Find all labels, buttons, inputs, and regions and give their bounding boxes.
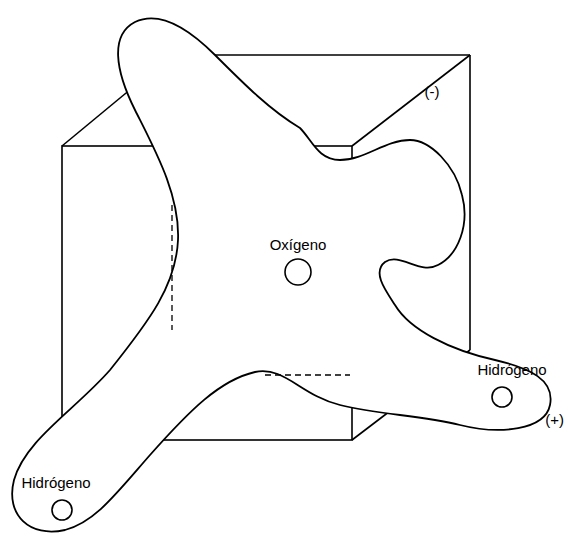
hidden-edge (265, 374, 350, 375)
atom-label: Oxígeno (270, 237, 327, 254)
atom-label: Hidrógeno (21, 475, 90, 492)
hidden-edge (171, 205, 172, 330)
atom-label: Hidrógeno (477, 362, 546, 379)
oxygen-atom (285, 259, 311, 285)
hidden-edges (172, 205, 350, 375)
charge-label: (+) (545, 412, 564, 429)
cube-edge (352, 55, 470, 146)
charge-label: (-) (425, 84, 440, 101)
cube-edge (469, 55, 471, 350)
hydrogen-atom (52, 500, 72, 520)
hydrogen-atom (492, 387, 512, 407)
electron-cloud (12, 18, 550, 531)
